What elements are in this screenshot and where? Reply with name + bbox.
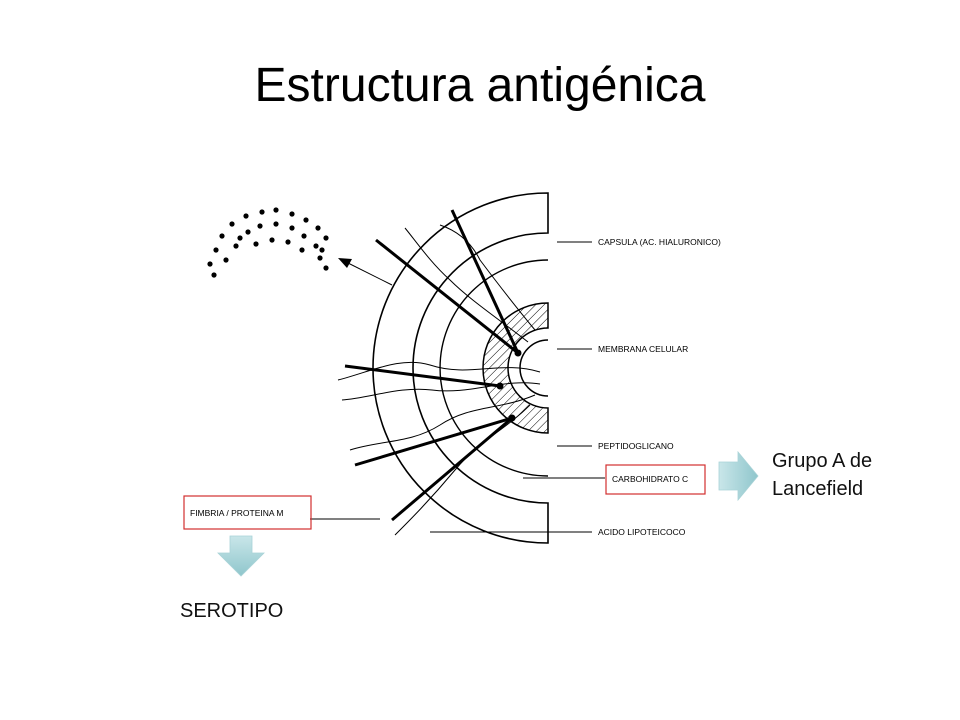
slide-title: Estructura antigénica xyxy=(254,59,706,112)
lipoteichoic-threads xyxy=(337,224,541,536)
group-note-line2: Lancefield xyxy=(772,478,864,500)
label-capsula: CAPSULA (AC. HIALURONICO) xyxy=(598,237,721,247)
label-fimbria: FIMBRIA / PROTEINA M xyxy=(190,508,284,518)
group-note: Grupo A de Lancefield xyxy=(772,447,872,503)
fimbriae-lines xyxy=(344,209,520,522)
label-acido: ACIDO LIPOTEICOCO xyxy=(598,527,686,537)
group-note-line1: Grupo A de xyxy=(772,450,873,472)
capsule-dots-cluster xyxy=(207,207,329,278)
release-arrow xyxy=(338,258,393,286)
serotype-note: SEROTIPO xyxy=(180,600,284,622)
capsule-outer-band xyxy=(372,192,549,544)
arrow-right-icon xyxy=(718,450,759,502)
inner-arc xyxy=(519,339,549,397)
label-membrana: MEMBRANA CELULAR xyxy=(598,344,688,354)
carbohidrato-highlight-box xyxy=(605,464,706,495)
leader-lines xyxy=(310,241,605,533)
label-carbohidrato: CARBOHIDRATO C xyxy=(612,474,688,484)
arrow-down-icon xyxy=(217,535,265,577)
fimbria-highlight-box xyxy=(183,495,312,530)
label-peptidoglicano: PEPTIDOGLICANO xyxy=(598,441,674,451)
